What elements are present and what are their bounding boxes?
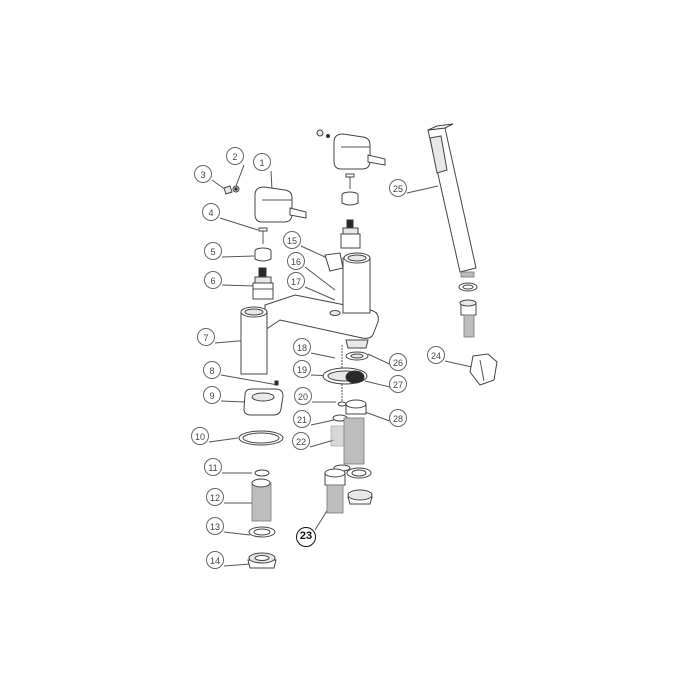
callout-7: 7	[197, 328, 215, 346]
callout-14: 14	[206, 551, 224, 569]
callout-15: 15	[283, 231, 301, 249]
callout-2: 2	[226, 147, 244, 165]
callout-4: 4	[202, 203, 220, 221]
callout-13: 13	[206, 517, 224, 535]
callout-26: 26	[389, 353, 407, 371]
callout-3: 3	[194, 165, 212, 183]
left-handle	[254, 186, 307, 223]
callout-6: 6	[204, 271, 222, 289]
callout-18: 18	[293, 338, 311, 356]
callout-23: 23	[296, 527, 316, 547]
callout-27: 27	[389, 375, 407, 393]
callout-24: 24	[427, 346, 445, 364]
callout-21: 21	[293, 410, 311, 428]
callout-12: 12	[206, 488, 224, 506]
hand-shower	[427, 123, 498, 386]
callout-10: 10	[191, 427, 209, 445]
callout-16: 16	[287, 252, 305, 270]
callout-11: 11	[204, 458, 222, 476]
callout-8: 8	[203, 361, 221, 379]
callout-25: 25	[389, 179, 407, 197]
callout-9: 9	[203, 386, 221, 404]
right-handle	[333, 133, 386, 170]
tap-body	[240, 252, 379, 375]
callout-5: 5	[204, 242, 222, 260]
callout-17: 17	[287, 272, 305, 290]
callout-20: 20	[294, 387, 312, 405]
callout-19: 19	[293, 360, 311, 378]
callout-28: 28	[389, 409, 407, 427]
callout-22: 22	[292, 432, 310, 450]
callout-1: 1	[253, 153, 271, 171]
